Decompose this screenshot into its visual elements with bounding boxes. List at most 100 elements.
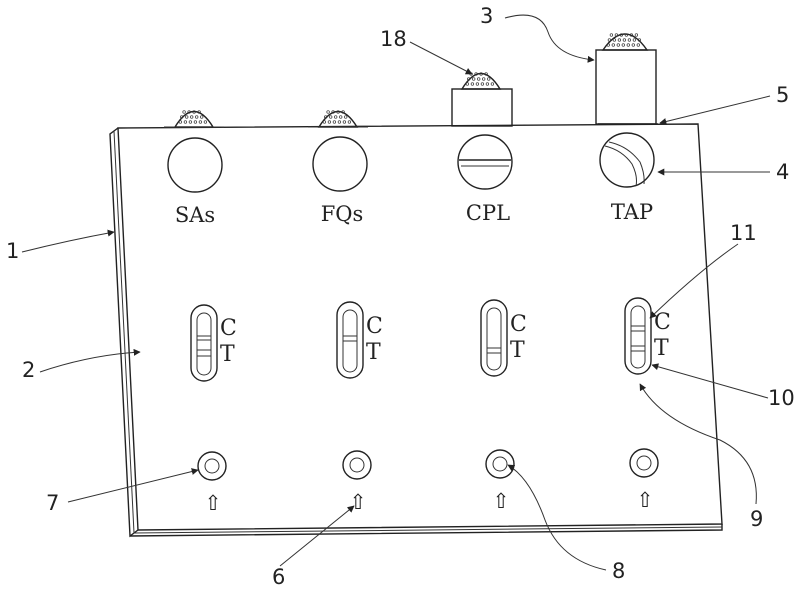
- cap-dot: [204, 121, 207, 124]
- strip-t-label: T: [654, 336, 669, 361]
- well-label-fqs: FQs: [321, 202, 364, 226]
- cap-dot: [348, 121, 351, 124]
- cap-dot: [622, 44, 625, 47]
- cap-dot: [466, 83, 469, 86]
- cap-dot: [633, 39, 636, 42]
- cap-dot: [339, 116, 342, 119]
- reagent-wells: [168, 133, 654, 192]
- seal-cap: [308, 112, 368, 128]
- cap-dot: [481, 83, 484, 86]
- cap-dot: [623, 39, 626, 42]
- cap-dot: [632, 44, 635, 47]
- cap-dot: [328, 121, 331, 124]
- callout-5: 5: [776, 83, 789, 107]
- callout-8: 8: [612, 559, 625, 583]
- cap-dot: [199, 121, 202, 124]
- up-arrow-icon: ⇧: [349, 490, 367, 514]
- card-body: [110, 124, 722, 536]
- strip-t-label: T: [366, 340, 381, 365]
- cap-dot: [179, 121, 182, 124]
- cap-dot: [334, 116, 337, 119]
- sample-holes: [198, 449, 658, 480]
- strip-c-label: C: [366, 314, 383, 339]
- strip-t-label: T: [510, 338, 525, 363]
- cap-dot: [327, 111, 330, 114]
- callout-7: 7: [46, 491, 59, 515]
- leader-18: [410, 42, 472, 74]
- well-tap: [600, 133, 654, 187]
- cap-dot: [486, 83, 489, 86]
- seal-cap-3: [596, 34, 658, 124]
- cap-dot: [627, 44, 630, 47]
- cap-dot: [190, 116, 193, 119]
- cap-dot: [184, 121, 187, 124]
- seal-cap: [164, 112, 224, 128]
- test-strip-2: C T: [337, 302, 383, 378]
- well-label-tap: TAP: [611, 200, 653, 224]
- cap-dot: [613, 39, 616, 42]
- cap-dot: [195, 116, 198, 119]
- sample-hole-2: [343, 451, 371, 479]
- leader-10: [652, 365, 768, 398]
- cap-dot: [618, 39, 621, 42]
- well-fqs: [313, 137, 367, 191]
- sample-hole-1: [198, 452, 226, 480]
- callout-2: 2: [22, 358, 35, 382]
- leader-3: [505, 15, 594, 60]
- callout-6: 6: [272, 565, 285, 589]
- test-strip-3: C T: [481, 300, 527, 376]
- up-arrow-icon: ⇧: [492, 489, 510, 513]
- leader-9: [640, 384, 756, 504]
- test-strip-1: C T: [191, 305, 237, 381]
- callout-9: 9: [750, 507, 763, 531]
- cap-dot: [344, 116, 347, 119]
- cap-dot: [635, 34, 638, 37]
- leader-6: [280, 506, 354, 566]
- sample-hole-4: [630, 449, 658, 477]
- caps-group: [164, 34, 658, 127]
- cap-dot: [617, 44, 620, 47]
- well-cpl: [458, 135, 512, 189]
- cap-dot: [612, 44, 615, 47]
- cap-dot: [482, 78, 485, 81]
- strip-c-label: C: [510, 312, 527, 337]
- callout-3: 3: [480, 4, 493, 28]
- cap-dot: [608, 39, 611, 42]
- cap-dot: [343, 121, 346, 124]
- leader-1: [22, 232, 114, 252]
- cap-dot-texture: [179, 34, 641, 124]
- cap-dot: [628, 39, 631, 42]
- well-label-cpl: CPL: [466, 201, 510, 225]
- leader-lines: [22, 15, 770, 570]
- leader-11: [650, 244, 738, 318]
- cap-dot: [491, 83, 494, 86]
- cap-dot: [194, 121, 197, 124]
- cap-dot: [476, 83, 479, 86]
- cap-dot: [333, 121, 336, 124]
- cap-dot: [471, 83, 474, 86]
- callout-10: 10: [768, 386, 795, 410]
- cap-dot: [610, 34, 613, 37]
- cap-dot: [189, 121, 192, 124]
- cap-dot: [329, 116, 332, 119]
- callout-11: 11: [730, 221, 757, 245]
- cap-dot: [338, 121, 341, 124]
- seal-cap-18: [452, 74, 512, 127]
- leader-7: [68, 470, 198, 502]
- up-arrow-icon: ⇧: [204, 491, 222, 515]
- leader-5: [660, 96, 770, 123]
- cap-dot: [183, 111, 186, 114]
- strip-c-label: C: [654, 310, 671, 335]
- cap-dot: [200, 116, 203, 119]
- strip-c-label: C: [220, 316, 237, 341]
- strip-t-label: T: [220, 342, 235, 367]
- test-strip-4: C T: [625, 298, 671, 374]
- well-sas: [168, 138, 222, 192]
- cap-dot: [487, 78, 490, 81]
- callout-18: 18: [380, 27, 407, 51]
- leader-8: [508, 465, 606, 570]
- cap-dot: [637, 44, 640, 47]
- cap-dot: [323, 121, 326, 124]
- cap-dot: [185, 116, 188, 119]
